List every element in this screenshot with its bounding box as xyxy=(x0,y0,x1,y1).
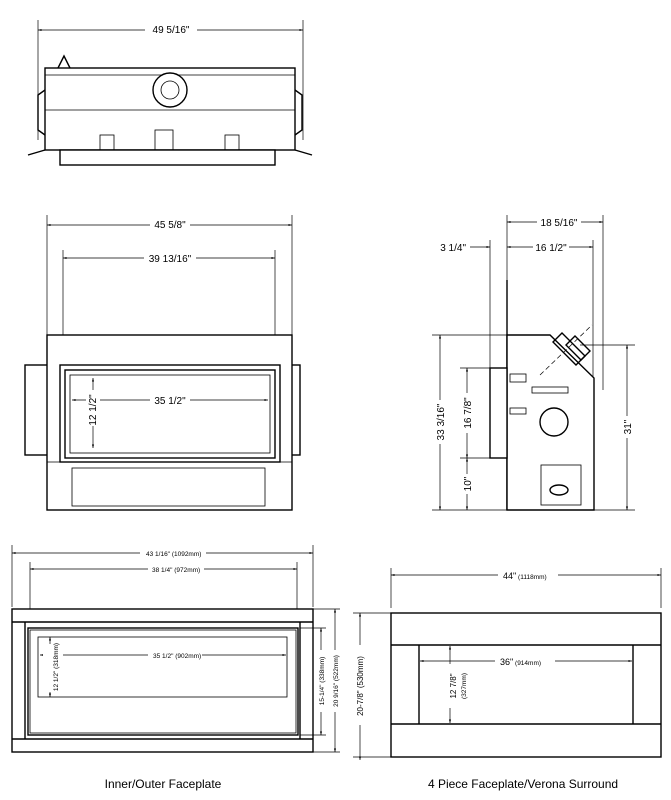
surround-width-mm: (1118mm) xyxy=(518,574,547,581)
side-view-body xyxy=(506,334,595,511)
top-view: 49 5/16" xyxy=(27,20,313,166)
surround-opening-height-label: 12 7/8" xyxy=(449,673,458,698)
svg-text:44" (1118mm): 44" (1118mm) xyxy=(503,571,547,581)
surround-height-mm: (530mm) xyxy=(356,656,365,688)
faceplate-inner-width-label: 38 1/4" xyxy=(152,567,173,574)
faceplate-outer-width-label: 43 1/16" xyxy=(146,551,171,558)
faceplate-outer-height-label: 20 9/16" xyxy=(333,682,340,707)
svg-text:38 1/4" (972mm): 38 1/4" (972mm) xyxy=(152,567,200,574)
surround-opening-width-label: 36" xyxy=(500,657,513,667)
top-width-label: 49 5/16" xyxy=(153,25,190,36)
side-faceplate-offset-label: 3 1/4" xyxy=(440,243,466,254)
side-view: 18 5/16" 16 1/2" 3 1/4" 33 3/16" 16 7/8"… xyxy=(432,214,635,511)
front-view-window xyxy=(64,369,276,459)
svg-text:12 1/2" (318mm): 12 1/2" (318mm) xyxy=(53,643,60,691)
side-height-total-label: 33 3/16" xyxy=(436,403,447,440)
surround-opening-height-mm: (327mm) xyxy=(461,673,468,699)
faceplate-opening-width-mm: (902mm) xyxy=(175,653,201,660)
four-piece-faceplate-caption: 4 Piece Faceplate/Verona Surround xyxy=(428,777,618,791)
faceplate-inner-width-mm: (972mm) xyxy=(174,567,200,574)
faceplate-opening-height-label: 12 1/2" xyxy=(53,670,60,691)
svg-text:43 1/16" (1092mm): 43 1/16" (1092mm) xyxy=(146,551,201,558)
side-base-height-label: 10" xyxy=(463,476,474,491)
surround-frame xyxy=(390,612,662,758)
faceplate-opening xyxy=(37,636,288,698)
svg-text:15-1/4" (338mm): 15-1/4" (338mm) xyxy=(319,657,326,706)
front-opening-width-label: 35 1/2" xyxy=(154,396,186,407)
front-view: 45 5/8" 39 13/16" 35 1/2" 12 1/2" xyxy=(24,215,301,511)
inner-outer-faceplate-view: 43 1/16" (1092mm) 38 1/4" (972mm) 35 1/2… xyxy=(11,545,391,791)
side-depth-overall-label: 18 5/16" xyxy=(541,218,578,229)
surround-height-label: 20-7/8" xyxy=(356,690,365,716)
faceplate-inner-height-label: 15-1/4" xyxy=(319,684,326,705)
faceplate-inner-frame xyxy=(27,627,299,736)
faceplate-outer-height-mm: (522mm) xyxy=(333,655,340,681)
front-outer-width-label: 45 5/8" xyxy=(154,220,186,231)
svg-text:20-7/8" (530mm): 20-7/8" (530mm) xyxy=(356,656,365,716)
faceplate-inner-height-mm: (338mm) xyxy=(319,657,326,683)
faceplate-outer-width-mm: (1092mm) xyxy=(172,551,202,558)
svg-text:36" (914mm): 36" (914mm) xyxy=(500,657,541,667)
vent-collar xyxy=(152,72,188,108)
front-inner-width-label: 39 13/16" xyxy=(149,254,192,265)
side-faceplate-height-label: 16 7/8" xyxy=(463,397,474,429)
side-faceplate xyxy=(489,367,508,459)
front-opening-height-label: 12 1/2" xyxy=(88,394,99,426)
side-depth-body-label: 16 1/2" xyxy=(535,243,567,254)
faceplate-opening-height-mm: (318mm) xyxy=(53,643,60,669)
svg-text:35 1/2" (902mm): 35 1/2" (902mm) xyxy=(153,653,201,660)
inner-outer-faceplate-caption: Inner/Outer Faceplate xyxy=(105,777,222,791)
surround-width-label: 44" xyxy=(503,571,516,581)
faceplate-opening-width-label: 35 1/2" xyxy=(153,653,174,660)
front-view-louver xyxy=(71,467,266,507)
side-vent-height-label: 31" xyxy=(623,419,634,434)
four-piece-faceplate-view: 44" (1118mm) 36" (914mm) 12 7/8" (327mm)… xyxy=(390,568,662,791)
top-view-flange xyxy=(59,149,276,166)
svg-text:20 9/16" (522mm): 20 9/16" (522mm) xyxy=(333,655,340,707)
surround-opening-width-mm: (914mm) xyxy=(515,660,541,667)
